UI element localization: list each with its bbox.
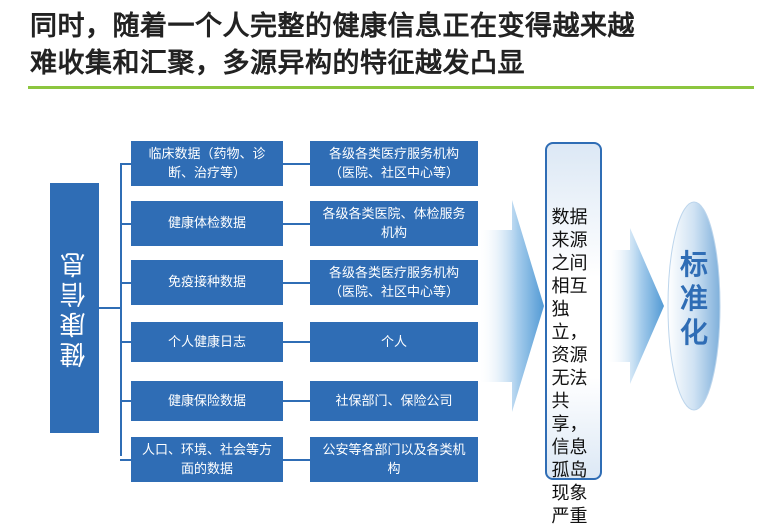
- data-type-cell: 临床数据（药物、诊断、治疗等）: [131, 141, 283, 186]
- arrow-to-standard: [606, 228, 664, 384]
- row-link: [283, 458, 310, 461]
- data-source-cell: 社保部门、保险公司: [310, 381, 478, 421]
- data-source-cell: 各级各类医疗服务机构（医院、社区中心等）: [310, 141, 478, 186]
- row-link: [283, 222, 310, 225]
- root-box: 健康信息: [50, 183, 99, 433]
- arrow-to-result: [478, 200, 544, 412]
- data-source-cell: 各级各类医疗服务机构（医院、社区中心等）: [310, 260, 478, 305]
- standard-cone: [667, 201, 721, 411]
- result-box: 数据来源之间相互独立，资源无法共享，信息孤岛现象严重: [545, 142, 602, 527]
- row-link: [283, 162, 310, 165]
- row-connector: [120, 458, 131, 461]
- root-connector: [99, 307, 121, 309]
- title-divider: [28, 86, 754, 89]
- title-line-1: 同时，随着一个人完整的健康信息正在变得越来越: [30, 11, 635, 42]
- row-connector: [120, 400, 131, 402]
- row-connector: [120, 222, 131, 225]
- row-link: [283, 400, 310, 402]
- data-type-cell: 个人健康日志: [131, 322, 283, 362]
- row-connector: [120, 281, 131, 284]
- page-title: 同时，随着一个人完整的健康信息正在变得越来越 难收集和汇聚，多源异构的特征越发凸…: [30, 8, 770, 82]
- data-source-cell: 公安等各部门以及各类机构: [310, 437, 478, 482]
- row-connector: [120, 162, 131, 165]
- title-line-2: 难收集和汇聚，多源异构的特征越发凸显: [30, 48, 525, 79]
- row-link: [283, 281, 310, 284]
- row-link: [283, 341, 310, 343]
- flow-arrows: [478, 200, 721, 412]
- result-text: 数据来源之间相互独立，资源无法共享，信息孤岛现象严重: [551, 207, 588, 527]
- row-connector: [120, 341, 131, 343]
- tree-bracket: [120, 164, 122, 456]
- data-source-cell: 个人: [310, 322, 478, 362]
- data-type-cell: 免疫接种数据: [131, 260, 283, 305]
- data-type-cell: 健康保险数据: [131, 381, 283, 421]
- data-source-cell: 各级各类医院、体检服务机构: [310, 201, 478, 246]
- data-type-cell: 健康体检数据: [131, 201, 283, 246]
- standardize-label: 标准化: [679, 248, 708, 349]
- data-type-cell: 人口、环境、社会等方面的数据: [131, 437, 283, 482]
